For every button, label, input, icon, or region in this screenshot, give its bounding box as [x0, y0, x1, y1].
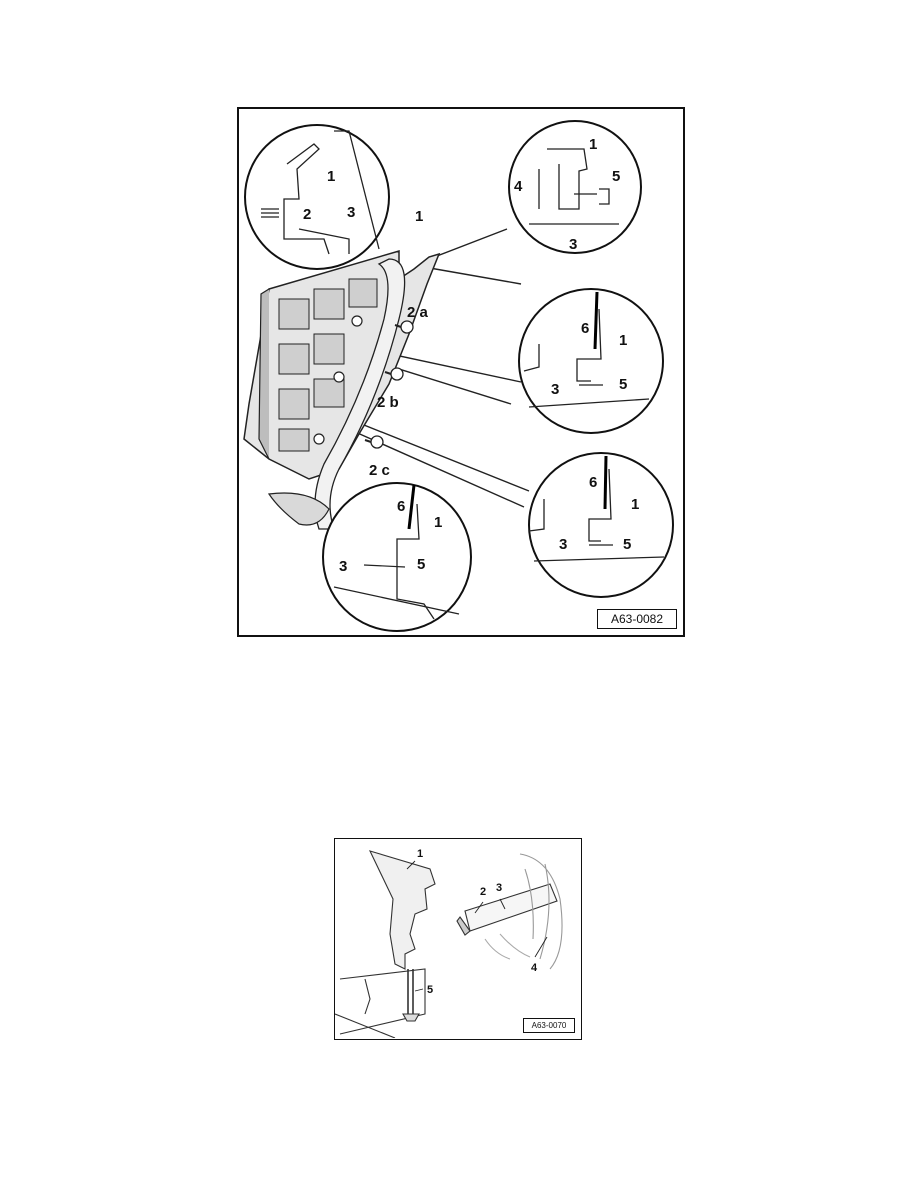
- callout-detail-top-left: 1 2 3: [244, 124, 390, 270]
- label-5: 5: [417, 556, 425, 573]
- label-1: 1: [327, 168, 335, 185]
- bracket-assembly-drawing: 1 2 3 1 1 4 5 3 2 a 2 b 2 c: [243, 120, 674, 632]
- label-3: 3: [569, 236, 577, 253]
- bracket-body: [243, 249, 441, 530]
- leader-line: [423, 266, 522, 285]
- label-3: 3: [339, 558, 347, 575]
- label-6: 6: [581, 320, 589, 337]
- label-3: 3: [347, 204, 355, 221]
- label-2b: 2 b: [377, 394, 399, 411]
- figure-code: A63-0082: [597, 609, 677, 629]
- label-5: 5: [612, 168, 620, 185]
- label-4: 4: [514, 178, 523, 195]
- label-1: 1: [631, 496, 639, 513]
- label-5: 5: [623, 536, 631, 553]
- label-1: 1: [417, 848, 423, 860]
- label-3: 3: [559, 536, 567, 553]
- label-5: 5: [619, 376, 627, 393]
- label-6: 6: [397, 498, 405, 515]
- label-1: 1: [415, 208, 423, 225]
- figure-trim-attachment: 1 2 3 4 5 A63-0070: [334, 838, 582, 1040]
- trim-attachment-drawing: 1 2 3 4 5: [335, 848, 563, 1038]
- label-4: 4: [531, 962, 538, 974]
- callout-detail-low-right: 6 1 3 5: [528, 452, 674, 598]
- screw-2a: [394, 320, 414, 334]
- label-1: 1: [589, 136, 597, 153]
- figure-code: A63-0070: [523, 1018, 575, 1033]
- label-6: 6: [589, 474, 597, 491]
- label-2: 2: [303, 206, 311, 223]
- callout-detail-top-right: 1 4 5 3: [508, 120, 642, 254]
- label-3: 3: [551, 381, 559, 398]
- callout-detail-bottom: 6 1 3 5: [322, 482, 472, 632]
- label-1: 1: [619, 332, 627, 349]
- label-1: 1: [434, 514, 442, 531]
- callout-detail-mid-right: 6 1 3 5: [518, 288, 664, 434]
- label-2a: 2 a: [407, 304, 429, 321]
- label-2c: 2 c: [369, 462, 390, 479]
- label-5: 5: [427, 984, 433, 996]
- screw-2b: [384, 367, 404, 381]
- label-3: 3: [496, 882, 502, 894]
- figure-bracket-assembly: 1 2 3 1 1 4 5 3 2 a 2 b 2 c: [237, 107, 685, 637]
- leader-line: [343, 416, 530, 492]
- label-2: 2: [480, 886, 486, 898]
- screw-2c: [364, 435, 384, 449]
